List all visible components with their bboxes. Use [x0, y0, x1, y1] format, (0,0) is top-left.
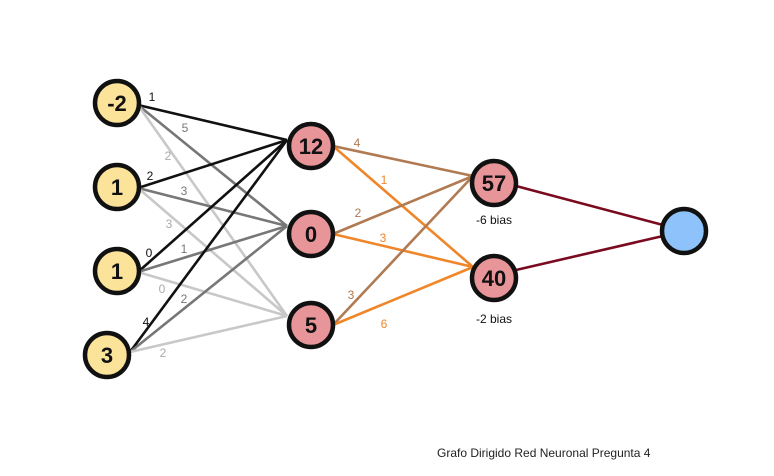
inputs-node-value: -2 [107, 91, 127, 116]
hidden-node-value: 5 [305, 313, 317, 338]
edges-layer [128, 103, 664, 354]
weight-label: 2 [147, 169, 154, 183]
edge-input-3-hidden-1 [129, 224, 288, 354]
hidden-node-1 [286, 209, 336, 259]
hidden-node-value: 0 [305, 222, 317, 247]
edge-hidden-1-output-0 [332, 174, 474, 236]
edge-input-0-hidden-1 [137, 103, 288, 228]
edge-output-1-final [515, 234, 664, 272]
edge-hidden-0-output-0 [332, 144, 474, 178]
final-node-0 [659, 206, 709, 256]
inputs-node-3 [82, 330, 132, 380]
weight-label: 2 [355, 206, 362, 220]
hidden-node-0 [286, 121, 336, 171]
inputs-node-value: 3 [101, 343, 113, 368]
weight-label: 0 [146, 246, 153, 260]
outputs-node-value: 40 [482, 266, 506, 291]
inputs-node-1 [92, 162, 142, 212]
edge-hidden-0-output-1 [332, 145, 474, 268]
edge-hidden-2-output-1 [332, 265, 474, 327]
weight-label: 3 [181, 184, 188, 198]
weight-label: 4 [354, 136, 361, 150]
bias-labels-layer: -6 bias -2 bias [476, 213, 512, 326]
weight-label: 0 [159, 282, 166, 296]
hidden-node-value: 12 [299, 134, 323, 159]
edge-input-0-hidden-2 [136, 104, 289, 317]
edge-input-1-hidden-0 [137, 138, 288, 190]
bias-label: -2 bias [476, 312, 512, 326]
weight-label: 2 [165, 149, 172, 163]
weight-label: 4 [143, 315, 150, 329]
edge-output-0-final [515, 184, 664, 227]
weight-label: 5 [182, 121, 189, 135]
inputs-node-0 [92, 78, 142, 128]
weight-label: 3 [166, 217, 173, 231]
inputs-node-value: 1 [111, 259, 123, 284]
weight-label: 1 [149, 90, 156, 104]
weight-label: 1 [381, 173, 388, 187]
weight-label: 2 [160, 346, 167, 360]
weight-label: 1 [181, 242, 188, 256]
bias-label: -6 bias [476, 213, 512, 227]
outputs-node-0 [469, 158, 519, 208]
diagram-caption: Grafo Dirigido Red Neuronal Pregunta 4 [437, 446, 651, 460]
weight-label: 2 [181, 292, 188, 306]
edge-input-3-hidden-0 [128, 139, 289, 353]
edge-input-2-hidden-0 [137, 139, 288, 273]
edge-input-1-hidden-2 [137, 187, 288, 317]
inputs-node-2 [92, 246, 142, 296]
edge-input-3-hidden-2 [129, 314, 288, 354]
outputs-node-value: 57 [482, 171, 506, 196]
edge-hidden-2-output-0 [332, 175, 474, 326]
weight-label: 3 [348, 288, 355, 302]
weight-label: 6 [381, 317, 388, 331]
edge-input-2-hidden-2 [137, 270, 288, 318]
inputs-node-value: 1 [111, 175, 123, 200]
edge-input-0-hidden-0 [137, 103, 288, 142]
weight-label: 3 [380, 231, 387, 245]
outputs-node-1 [469, 253, 519, 303]
edge-input-2-hidden-1 [137, 224, 288, 274]
hidden-node-2 [286, 300, 336, 350]
